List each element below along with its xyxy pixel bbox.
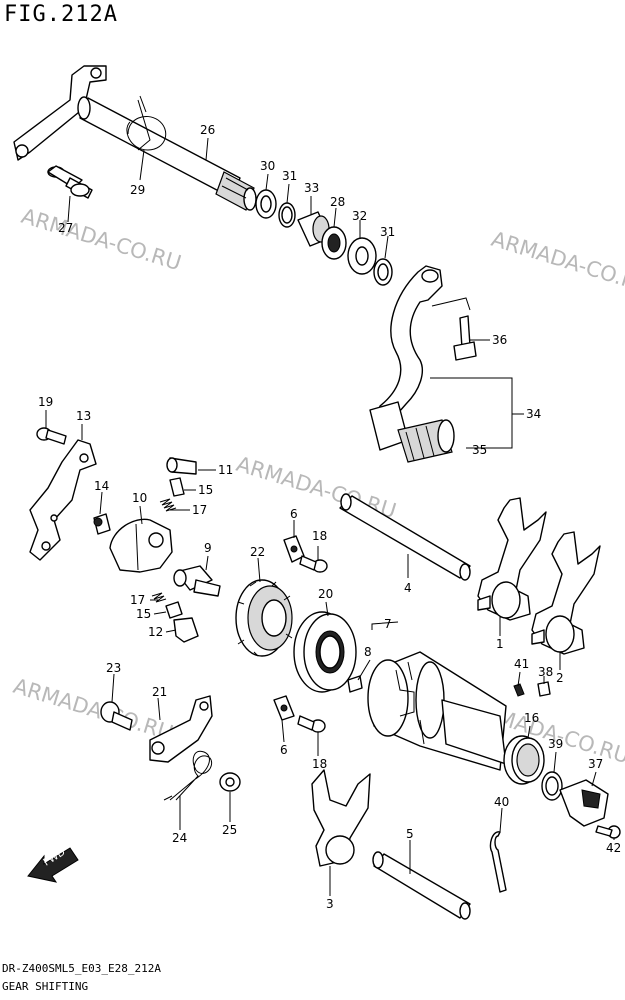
screw-part-18a [299, 555, 328, 573]
callout-20: 20 [318, 587, 333, 601]
shift-fork-part-2 [531, 531, 601, 655]
callout-30: 30 [260, 159, 275, 173]
gear-cam-part-22 [235, 579, 293, 657]
bolt-part-27 [47, 165, 93, 199]
callout-28: 28 [330, 195, 345, 209]
callout-2: 2 [556, 671, 564, 685]
fwd-arrow-icon: FWD [27, 847, 79, 883]
callout-15: 15 [136, 607, 151, 621]
shaft-part-4 [339, 493, 471, 581]
leader-lines [45, 137, 615, 896]
callout-21: 21 [152, 685, 167, 699]
callout-14: 14 [94, 479, 109, 493]
callout-9: 9 [204, 541, 212, 555]
callout-25: 25 [222, 823, 237, 837]
callout-41: 41 [514, 657, 529, 671]
screw-part-18b [297, 715, 326, 733]
bearing-part-16 [503, 735, 545, 785]
pin-part-9 [173, 565, 221, 597]
callout-17: 17 [130, 593, 145, 607]
callout-5: 5 [406, 827, 414, 841]
plate-part-6b [273, 695, 295, 721]
callout-labels: 26 29 27 30 31 33 28 32 31 36 34 35 19 1… [38, 123, 621, 911]
watermark: ARMADA-CO.RU [19, 204, 184, 275]
callout-15: 15 [198, 483, 213, 497]
callout-22: 22 [250, 545, 265, 559]
callout-32: 32 [352, 209, 367, 223]
callout-10: 10 [132, 491, 147, 505]
figure-title: FIG.212A [4, 2, 118, 27]
callout-16: 16 [524, 711, 539, 725]
callout-6: 6 [290, 507, 298, 521]
callout-31: 31 [282, 169, 297, 183]
callout-1: 1 [496, 637, 504, 651]
bracket-part-37 [559, 779, 609, 827]
figure-code: DR-Z400SML5_E03_E28_212A [2, 962, 161, 975]
washer-part-25 [219, 772, 241, 792]
callout-24: 24 [172, 831, 187, 845]
cam-stopper-part-10 [109, 518, 173, 573]
callout-40: 40 [494, 795, 509, 809]
callout-6: 6 [280, 743, 288, 757]
washer-seal-stack [255, 189, 393, 286]
callout-7: 7 [384, 617, 392, 631]
cotter-pin-part-40 [489, 831, 507, 893]
stopper-plate-part-13 [29, 439, 97, 561]
callout-27: 27 [58, 221, 73, 235]
callout-3: 3 [326, 897, 334, 911]
callout-37: 37 [588, 757, 603, 771]
callout-8: 8 [364, 645, 372, 659]
callout-35: 35 [472, 443, 487, 457]
watermark: ARMADA-CO.RU [489, 227, 625, 298]
callout-17: 17 [192, 503, 207, 517]
callout-18: 18 [312, 529, 327, 543]
bearing-part-20 [293, 611, 357, 693]
callout-23: 23 [106, 661, 121, 675]
pin-part-41 [513, 683, 525, 697]
callout-31: 31 [380, 225, 395, 239]
figure-caption: GEAR SHIFTING [2, 980, 89, 993]
bushing-part-14 [93, 513, 111, 535]
callout-34: 34 [526, 407, 541, 421]
bolt-part-23 [100, 701, 133, 731]
callout-29: 29 [130, 183, 145, 197]
callout-39: 39 [548, 737, 563, 751]
callout-12: 12 [148, 625, 163, 639]
callout-18: 18 [312, 757, 327, 771]
shift-fork-part-3 [311, 769, 371, 867]
shift-drum-part-7 [367, 621, 507, 771]
shift-fork-part-1 [477, 497, 547, 621]
callout-38: 38 [538, 665, 553, 679]
arm-part-21 [149, 695, 213, 763]
callout-11: 11 [218, 463, 233, 477]
shaft-part-5 [372, 851, 471, 920]
callout-26: 26 [200, 123, 215, 137]
bolt-part-19 [36, 427, 67, 445]
bolt-part-36 [453, 315, 477, 361]
callout-19: 19 [38, 395, 53, 409]
callout-42: 42 [606, 841, 621, 855]
screw-part-42 [595, 825, 621, 839]
spring-part-24 [163, 750, 212, 801]
washer-part-39 [541, 771, 563, 801]
callout-4: 4 [404, 581, 412, 595]
pin-part-38 [537, 681, 551, 697]
gearshift-shaft-part [13, 65, 257, 211]
plate-part-6a [283, 535, 305, 563]
pin-spring-group [151, 457, 199, 643]
callout-13: 13 [76, 409, 91, 423]
gearshift-lever-part [369, 265, 471, 463]
callout-33: 33 [304, 181, 319, 195]
callout-36: 36 [492, 333, 507, 347]
pin-part-8 [347, 675, 363, 693]
